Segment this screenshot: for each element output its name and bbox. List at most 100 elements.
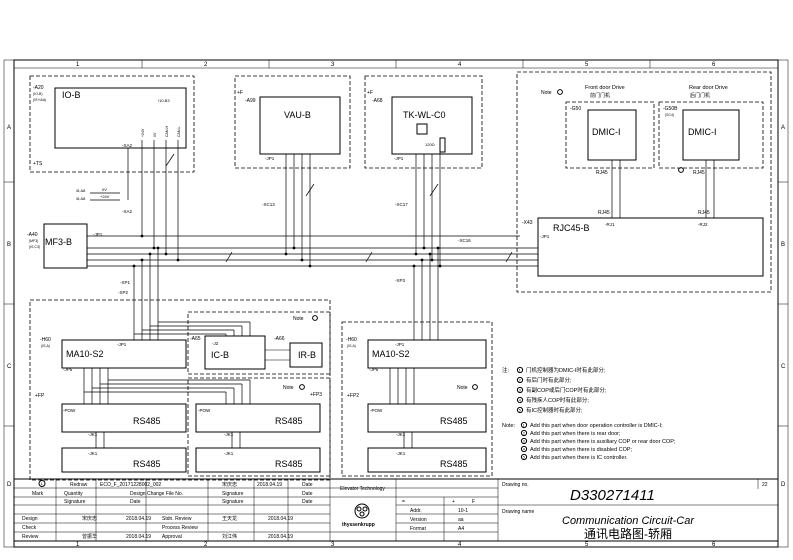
rear-drive-sub: (SC4): [665, 113, 674, 117]
drive-note-label: Note: [541, 90, 552, 96]
row-b-left: B: [7, 242, 11, 248]
notes-cn-item-4: 有残疾人COP时有此部分;: [526, 396, 589, 404]
bottom-ruler: [13, 540, 779, 548]
row-c-left: C: [7, 364, 12, 370]
vau-b-ref: -A99: [245, 98, 256, 104]
tb-name-cn: 通讯电路图-轿厢: [584, 526, 672, 541]
tb-sig-2: Signature: [64, 499, 86, 505]
right-ruler: [777, 59, 789, 548]
io-b-side: +TS: [33, 161, 43, 167]
rs485-left2-name: RS485: [133, 459, 161, 469]
rjc-rj2: -RJ2: [698, 222, 708, 227]
rjc-ref: -X43: [522, 220, 533, 226]
notes-cn-num-1: 1: [519, 367, 522, 372]
rjc-xp3: -XP3: [395, 278, 406, 283]
notes-en-head: Note:: [502, 423, 516, 429]
ma10-right-jp5: -JP5: [369, 367, 379, 372]
ma10-left-fp: +FP: [35, 393, 45, 399]
row-d-left: D: [7, 482, 12, 488]
ma10-left-tag: -H60: [40, 337, 51, 343]
notes-block: 注: 1 门机控制器为DMIC-I时有此部分; 2 有后门时有此部分; 3 有副…: [502, 366, 676, 461]
vau-b-jp1: -JP1: [265, 156, 275, 161]
row-markers: A B C D A B C D: [4, 125, 788, 488]
col-4-top: 4: [458, 62, 462, 68]
notes-en-item-4: Add this part when there is disabled COP…: [530, 447, 633, 453]
ma10-right-fp: +FP2: [347, 393, 359, 399]
ma10-left-jp1: -JP1: [117, 342, 127, 347]
tb-review-sig: 曾振华: [82, 533, 97, 540]
tb-eco: ECO_F_20171228002_002: [100, 482, 161, 488]
tb-mark: Mark: [32, 491, 44, 497]
tb-review: Review: [22, 534, 39, 540]
io-b-tag: -A20: [33, 85, 44, 91]
ma10-right-note: Note: [457, 385, 468, 391]
tk-wl-ref: -A68: [372, 98, 383, 104]
front-drive-title: Front door Drive: [585, 85, 625, 91]
mf3-tag: -A40: [27, 232, 38, 238]
front-drive-title-cn: 前门门机: [590, 92, 610, 99]
notes-cn-item-3: 有副COP或后门COP时有此部分;: [526, 386, 607, 394]
notes-en-num-4: 4: [523, 446, 526, 451]
col-1-bottom: 1: [76, 542, 80, 548]
rs485-right-pow: -POW: [370, 408, 383, 413]
ic-b-ref: -A65: [190, 336, 201, 342]
rs485-right2-name: RS485: [440, 459, 468, 469]
col-4-bottom: 4: [458, 542, 462, 548]
rs485-mid2-jk1: -JK1: [224, 451, 234, 456]
xp2-label: -XP2: [118, 290, 129, 295]
rs485-mid-name: RS485: [275, 416, 303, 426]
supply-ref-1: /8,A8: [76, 188, 86, 193]
tb-rev-signer: 宋庆忠: [222, 481, 237, 488]
supply-labels: /8,A8 /8,A8 0V +24V: [76, 187, 120, 201]
ic-b-j2: -J2: [212, 341, 219, 346]
vau-b-module: +F -A99 VAU-B -JP1 -XC13: [234, 75, 351, 207]
notes-en-item-1: Add this part when door operation contro…: [530, 423, 663, 429]
tb-version-val: aa: [458, 517, 464, 523]
left-ruler: [3, 59, 15, 548]
notes-cn-num-4: 4: [519, 397, 522, 402]
ic-note-label: Note: [293, 316, 304, 322]
col-2-top: 2: [204, 62, 208, 68]
ma10-right-name: MA10-S2: [372, 349, 410, 359]
mf3-xp1: -XP1: [120, 280, 131, 285]
column-markers: 1 2 3 4 5 6 1 2 3 4 5 6: [76, 60, 716, 548]
notes-en-item-5: Add this part when there is IC controlle…: [530, 455, 628, 461]
tk-wl-xc17: -XC17: [395, 202, 408, 207]
tb-rev-date-h: Date: [302, 482, 313, 488]
supply-24v: +24V: [100, 194, 110, 199]
notes-cn-num-2: 2: [519, 377, 522, 382]
rjc-xc16: -XC16: [458, 238, 471, 243]
rjc-name: RJC45-B: [553, 223, 590, 233]
tb-design: Design: [22, 516, 38, 522]
col-2-bottom: 2: [204, 542, 208, 548]
rear-drive-title-cn: 后门门机: [690, 92, 710, 99]
front-drive-ref: -G50: [570, 106, 581, 112]
rs485-left-name: RS485: [133, 416, 161, 426]
tk-wl-jp1: -JP1: [394, 156, 404, 161]
ma10-right-tag: -H60: [346, 337, 357, 343]
io-b-pin-0v: 0V: [153, 132, 157, 137]
mf3-jp1: -JP1: [93, 232, 103, 237]
ma10-right-section: Note -H60 (IS,A) MA10-S2 -JP1 -JP5 +FP2 …: [341, 321, 493, 477]
notes-cn-item-5: 有IC控制器时有此部分;: [526, 406, 583, 414]
notes-cn-num-3: 3: [519, 387, 522, 392]
vau-b-xc13: -XC13: [262, 202, 275, 207]
tb-review-date: 2018.04.19: [126, 534, 151, 540]
ir-b-name: IR-B: [298, 350, 316, 360]
ma10-left-section: -H60 (IS,A) MA10-S2 -JP1 -JP5 +FP -POW R…: [29, 290, 331, 481]
rs485-right-name: RS485: [440, 416, 468, 426]
mf3-sub2: (IS,C3): [29, 245, 40, 249]
col-3-top: 3: [331, 62, 335, 68]
rs485-right2-jk1: -JK1: [396, 451, 406, 456]
wiring: [83, 140, 715, 448]
col-5-top: 5: [585, 62, 589, 68]
notes-cn-item-1: 门机控制器为DMIC-I时有此部分;: [526, 366, 606, 374]
rear-drive-ref: -G50B: [663, 106, 678, 112]
io-b-name: IO-B: [62, 90, 81, 100]
tk-wl-module: +F -A68 TK-WL-C0 120Ω -JP1 -XC17: [364, 75, 483, 207]
notes-en-num-5: 5: [523, 454, 526, 459]
thyssenkrupp-logo-icon: [354, 503, 370, 519]
tb-stdn: Stdn. Review: [162, 516, 192, 522]
tb-drawing-name-label: Drawing name: [502, 509, 534, 515]
col-6-bottom: 6: [712, 542, 716, 548]
